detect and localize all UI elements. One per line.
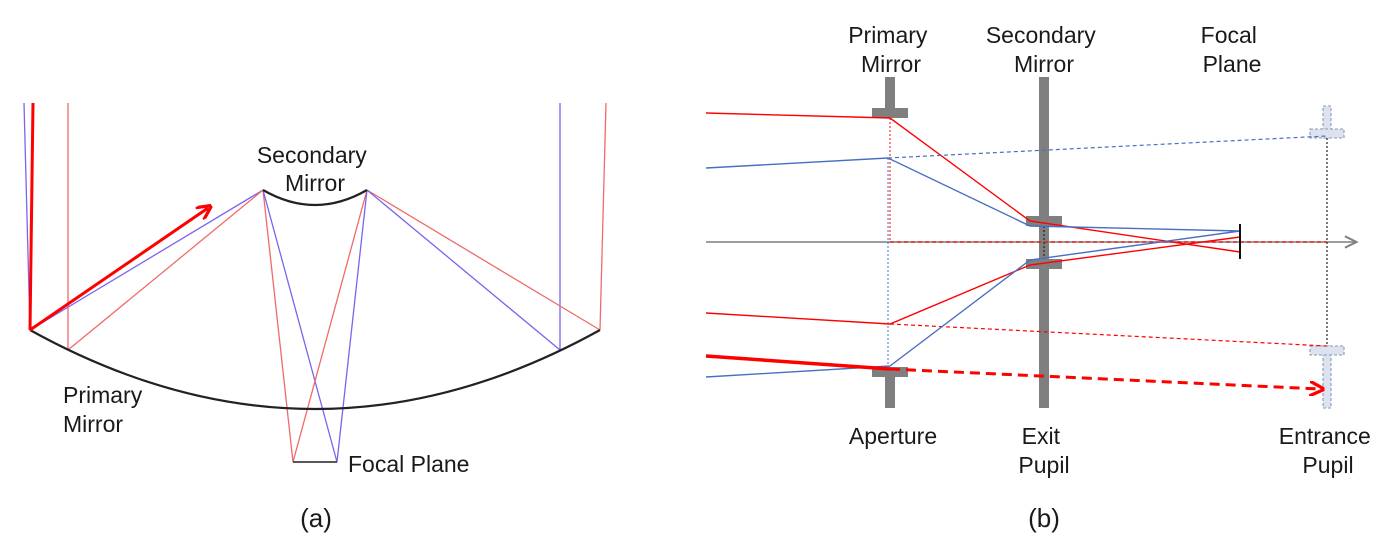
chief-ray-reflected-arrow-a xyxy=(29,208,208,332)
chief-ray-incoming-a xyxy=(28,102,35,331)
panel-a-caption: (a) xyxy=(300,503,332,533)
focal-plane-label-b: Focal Plane xyxy=(1201,22,1264,77)
primary-mirror-a xyxy=(29,329,601,410)
secondary-to-focus-rays-a xyxy=(262,189,368,463)
exit-pupil-label: Exit Pupil xyxy=(1018,423,1069,478)
entrance-pupil-stop xyxy=(1309,105,1345,409)
red-rays-b xyxy=(705,112,1328,347)
aperture-label: Aperture xyxy=(849,423,937,449)
panel-a: Secondary Mirror Primary Mirror Focal Pl… xyxy=(23,102,607,533)
incoming-rays-a xyxy=(23,102,607,350)
primary-mirror-label-b: Primary Mirror xyxy=(848,22,934,77)
secondary-mirror-label-b: Secondary Mirror xyxy=(986,22,1102,77)
blue-rays-b xyxy=(705,135,1328,378)
panel-b: Primary Mirror Secondary Mirror Focal Pl… xyxy=(705,22,1377,533)
primary-to-secondary-rays-a xyxy=(29,189,601,351)
primary-mirror-label-a: Primary Mirror xyxy=(63,382,149,437)
focal-plane-label-a: Focal Plane xyxy=(348,451,469,477)
chief-ray-dashed-arrow-b xyxy=(889,367,1320,389)
entrance-pupil-label: Entrance Pupil xyxy=(1279,423,1377,478)
panel-b-caption: (b) xyxy=(1028,503,1060,533)
secondary-mirror-a xyxy=(262,189,368,206)
secondary-mirror-label-a: Secondary Mirror xyxy=(257,142,373,196)
chief-ray-solid-b xyxy=(705,354,891,371)
aperture-stop xyxy=(872,77,908,408)
